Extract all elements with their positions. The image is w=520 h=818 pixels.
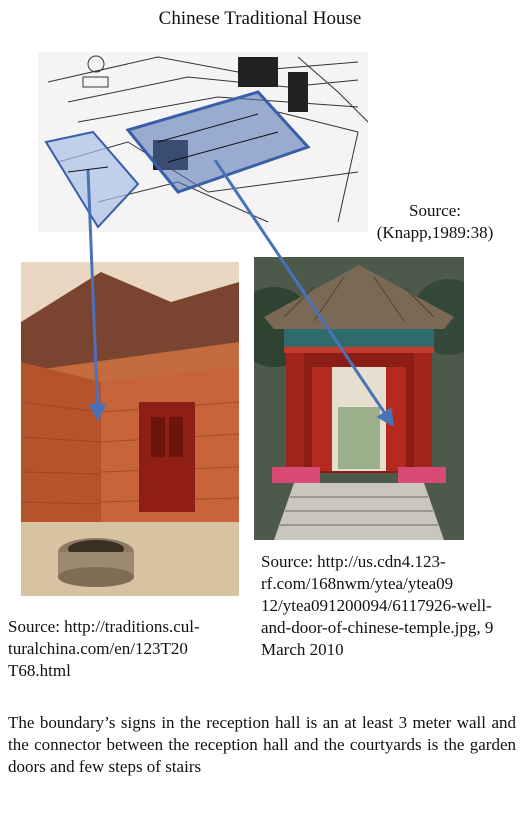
- sketch-source-caption: Source: (Knapp,1989:38): [360, 200, 510, 244]
- temple-gate-photo: [254, 257, 464, 540]
- sketch-caption-line1: Source:: [409, 201, 461, 220]
- sketch-caption-line2: (Knapp,1989:38): [376, 223, 494, 242]
- left-photo-source-caption: Source: http://traditions.cul-turalchina…: [8, 617, 200, 680]
- page-title: Chinese Traditional House: [158, 8, 362, 29]
- courtyard-sketch-illustration: [38, 52, 368, 232]
- right-photo-source-caption: Source: http://us.cdn4.123-rf.com/168nwm…: [261, 552, 494, 659]
- well-and-wall-photo: [21, 262, 239, 596]
- description-paragraph: The boundary’s signs in the reception ha…: [8, 713, 516, 776]
